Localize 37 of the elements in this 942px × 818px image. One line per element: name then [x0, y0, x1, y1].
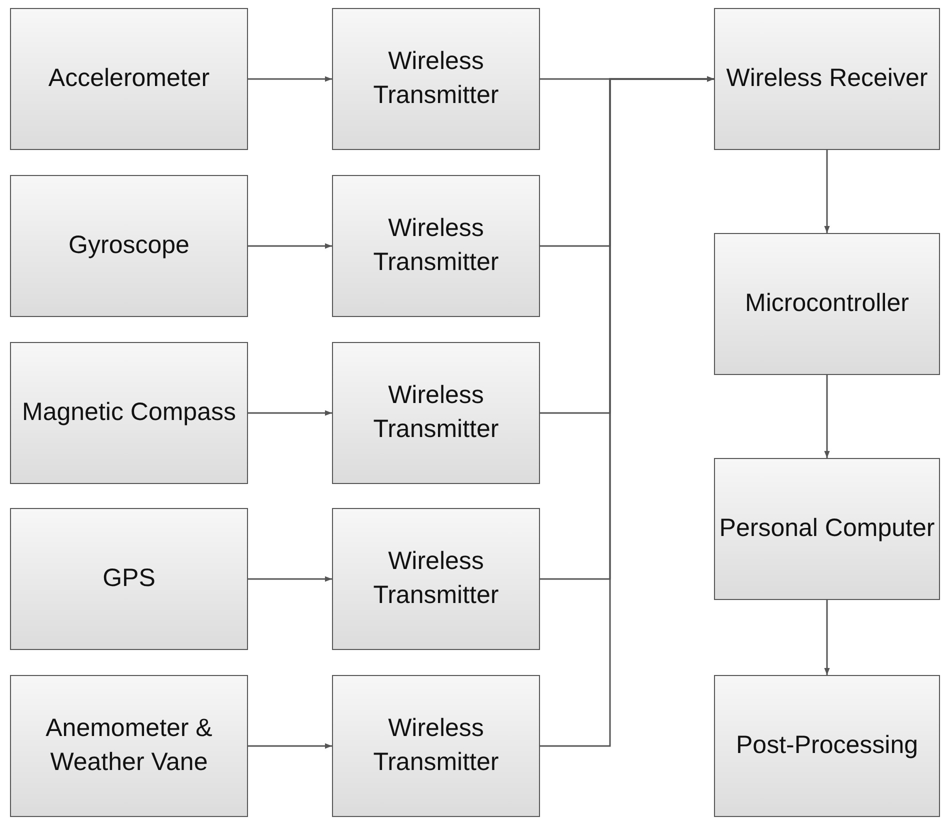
arrow [248, 243, 332, 249]
arrow [540, 76, 714, 747]
arrow [248, 76, 332, 82]
process-box [10, 675, 248, 817]
process-box [714, 233, 940, 375]
box-label: Anemometer & Weather Vane [44, 713, 214, 778]
box-label: Wireless Transmitter [372, 213, 500, 278]
box-label: Magnetic Compass [22, 397, 236, 428]
process-box [332, 508, 540, 650]
process-box [10, 508, 248, 650]
process-box [10, 8, 248, 150]
box-label: Wireless Receiver [726, 63, 928, 94]
process-box [714, 458, 940, 600]
process-box [10, 342, 248, 484]
arrow [248, 576, 332, 582]
process-box [10, 175, 248, 317]
arrow [248, 743, 332, 749]
box-label: GPS [102, 563, 156, 594]
box-label: Wireless Transmitter [372, 380, 500, 445]
process-box [714, 675, 940, 817]
process-box [332, 342, 540, 484]
box-label: Wireless Transmitter [372, 713, 500, 778]
arrow [824, 375, 830, 458]
box-label: Gyroscope [68, 230, 190, 262]
process-box [332, 8, 540, 150]
arrow [824, 150, 830, 233]
box-label: Wireless Transmitter [372, 546, 500, 611]
box-label: Personal Computer [719, 513, 935, 544]
box-label: Accelerometer [48, 63, 210, 94]
process-box [332, 675, 540, 817]
process-box [332, 175, 540, 317]
process-box [714, 8, 940, 150]
box-label: Microcontroller [745, 288, 909, 320]
box-label: Wireless Transmitter [372, 46, 500, 111]
arrow [248, 410, 332, 416]
arrow [824, 600, 830, 675]
box-label: Post-Processing [736, 730, 918, 762]
